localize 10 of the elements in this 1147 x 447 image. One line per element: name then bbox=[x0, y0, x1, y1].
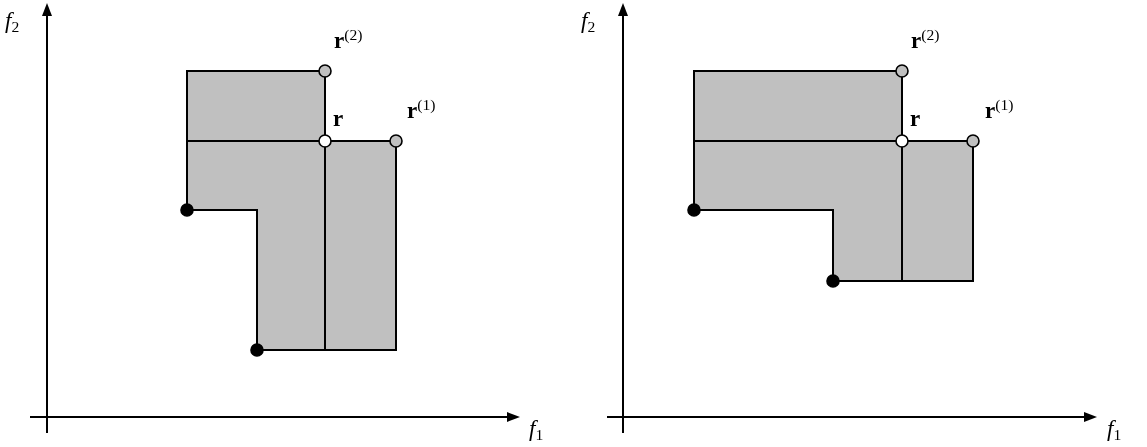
axis-label: f$_{2}$ bbox=[5, 8, 20, 34]
axis-label: f$_{1}$ bbox=[529, 416, 544, 442]
point-label: r$^{(1)}$ bbox=[985, 98, 1014, 124]
point-label: r bbox=[910, 106, 921, 132]
point-label: r$^{(2)}$ bbox=[334, 28, 363, 54]
point-label: r$^{(1)}$ bbox=[407, 98, 436, 124]
axis-label: f$_{1}$ bbox=[1107, 416, 1122, 442]
axis-label: f$_{2}$ bbox=[581, 8, 596, 34]
point-label: r$^{(2)}$ bbox=[911, 28, 940, 54]
point-label: r bbox=[333, 106, 344, 132]
